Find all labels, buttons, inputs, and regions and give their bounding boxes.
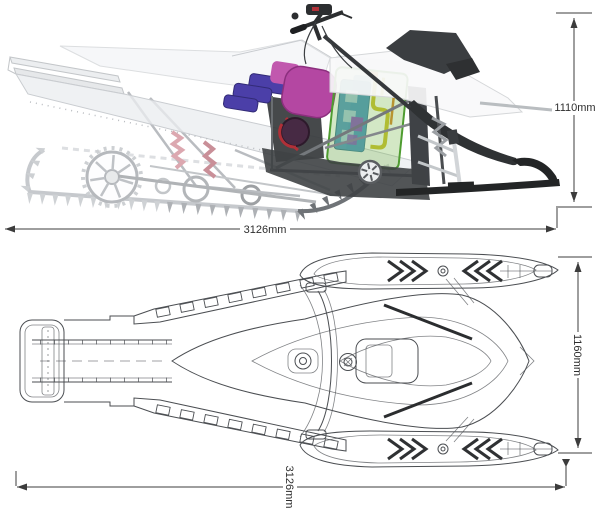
hood-lower-trim [406,100,518,166]
front-ski [396,157,560,196]
width-dimension: 1160mm [558,256,592,454]
shock-spring [169,130,187,170]
drive-sprocket [357,159,383,185]
handlebar-top-view [287,282,357,440]
side-view-illustration: 1110mm 3126mm [5,4,596,236]
side-length-label: 3126mm [244,224,287,236]
brake-lever [339,12,353,19]
drive-motor [278,65,337,149]
shock-spring [201,140,218,179]
running-board-left [133,270,347,325]
top-view-illustration: 1160mm 3126mm [15,251,592,510]
body-shell [171,293,535,429]
top-width-label: 1160mm [571,334,583,376]
front-suspension [417,95,462,187]
length-dimension-top: 3126mm [15,459,570,510]
steering-handlebar [290,4,412,110]
height-dimension: 1110mm [554,12,596,208]
length-dimension: 3126mm [5,208,558,236]
running-board-right [133,397,347,452]
handlebar-grip [290,24,307,34]
ski-right [298,429,560,469]
top-length-label: 3126mm [283,466,295,509]
hood [329,30,553,166]
drive-pulley [280,117,310,147]
side-height-label: 1110mm [554,102,595,114]
tunnel [32,315,172,407]
ski-spindles [445,277,475,443]
